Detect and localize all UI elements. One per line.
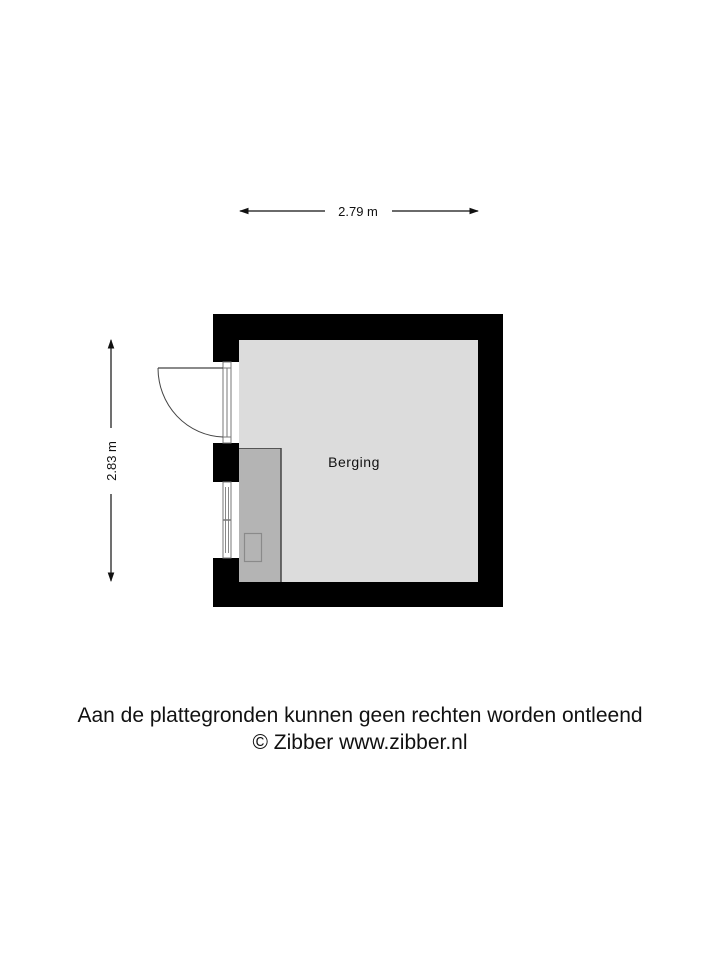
sink-icon [243,532,263,563]
wall-right [478,314,503,607]
room-label-berging: Berging [328,454,380,470]
height-dimension-label: 2.83 m [104,441,119,481]
cabinet [239,448,282,582]
wall-top [213,314,503,340]
wall-left-bottom [213,558,239,607]
wall-bottom [213,582,503,607]
disclaimer-text: Aan de plattegronden kunnen geen rechten… [77,704,643,727]
width-dimension-label: 2.79 m [338,204,378,219]
door-swing-arc [157,367,224,438]
wall-left-top [213,314,239,362]
height-dimension: 2.83 m [104,339,119,582]
walls [213,314,503,607]
wall-left-middle [213,443,239,482]
copyright-text: © Zibber www.zibber.nl [252,731,468,754]
cabinet-body [239,448,281,582]
width-dimension: 2.79 m [239,204,479,219]
door [157,361,232,444]
window [222,481,232,559]
